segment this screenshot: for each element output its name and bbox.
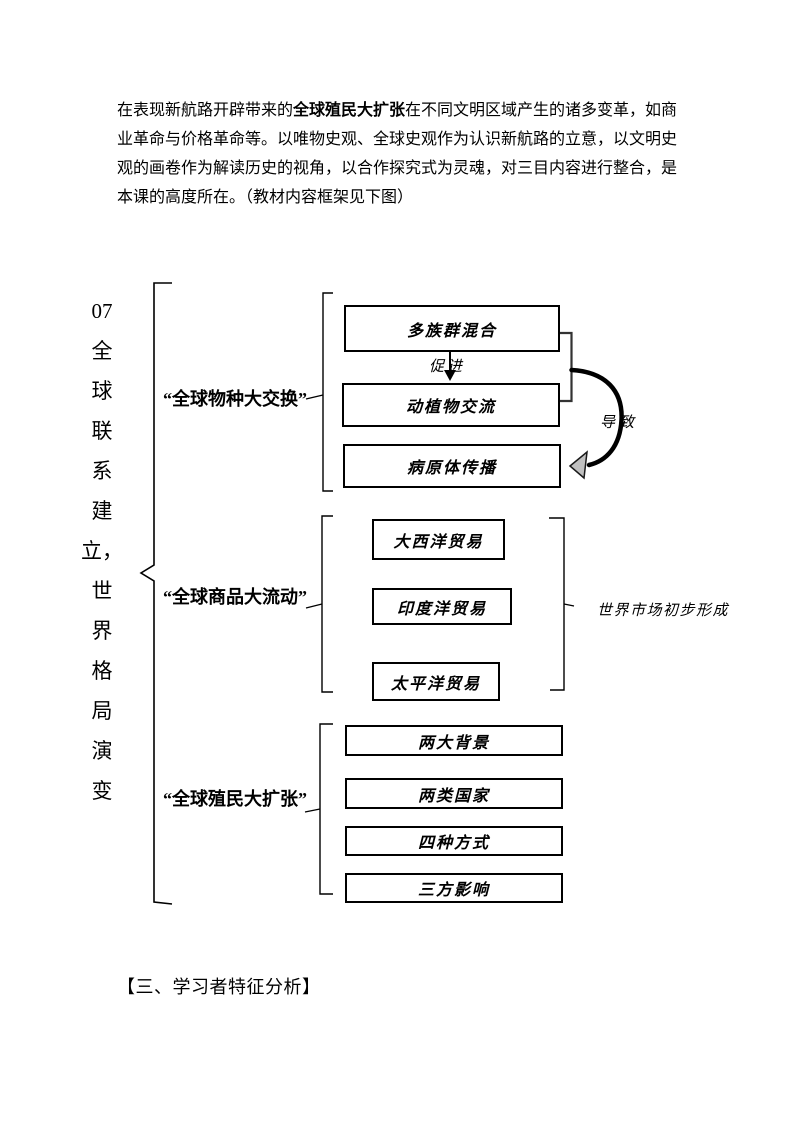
vertical-title-char: 07 [91,299,113,323]
cause-arrow-label: 导致 [600,415,639,431]
paragraph-line: 观的画卷作为解读历史的视角，以合作探究式为灵魂，对三目内容进行整合，是 [117,160,678,177]
promote-arrow-label: 促进 [429,359,466,375]
vertical-title-char: 变 [91,779,113,803]
world-market-side-note: 世界市场初步形成 [597,603,730,619]
vertical-title-char: 联 [91,419,113,443]
vertical-title-char: 系 [91,459,113,483]
cause-arrow-head [568,450,588,480]
vertical-title-char: 立， [81,539,123,563]
side-note-tick [563,603,575,607]
paragraph-text: 在不同文明区域产生的诸多变革，如商 [405,102,678,119]
group1-left-bracket [322,292,333,492]
paragraph-line: 业革命与价格革命等。以唯物史观、全球史观作为认识新航路的立意，以文明史 [117,131,678,148]
group2-left-bracket [321,515,333,693]
flow-box-four-methods: 四种方式 [345,826,563,856]
flow-box-atlantic-trade: 大西洋贸易 [372,519,505,560]
group2-right-bracket [549,517,565,691]
flow-box-multi-ethnic-mixing: 多族群混合 [344,305,560,352]
group1-label-tick [305,394,324,400]
section-heading-learner-analysis: 【三、学习者特征分析】 [117,977,321,997]
promote-arrow-head [444,370,456,381]
flow-box-three-impacts: 三方影响 [345,873,563,903]
flow-box-indian-ocean-trade: 印度洋贸易 [372,588,512,625]
group3-label: “全球殖民大扩张” [163,789,307,809]
group1-label: “全球物种大交换” [163,389,307,409]
group2-label-tick [305,603,323,609]
paragraph-line: 在表现新航路开辟带来的全球殖民大扩张在不同文明区域产生的诸多变革，如商 [117,96,681,125]
group3-label-tick [304,808,321,813]
vertical-title-char: 建 [91,499,113,523]
vertical-title-char: 演 [91,739,113,763]
vertical-title-char: 界 [91,619,113,643]
vertical-chapter-title: 07 全 球 联 系 建 立， 世 界 格 局 演 变 [81,299,123,819]
outer-brace [139,282,173,905]
vertical-title-char: 全 [91,339,113,363]
group3-left-bracket [319,723,333,895]
paragraph-text: 在表现新航路开辟带来的 [117,102,294,119]
cause-curve [569,367,624,468]
flow-box-pathogen-spread: 病原体传播 [343,444,561,488]
cause-connector-bracket [560,331,573,403]
paragraph-line: 本课的高度所在。（教材内容框架见下图） [117,189,414,206]
flow-box-pacific-trade: 太平洋贸易 [372,662,500,701]
vertical-title-char: 局 [91,699,113,723]
vertical-title-char: 世 [91,579,113,603]
paragraph-bold-text: 全球殖民大扩张 [293,102,406,119]
flow-box-flora-fauna-exchange: 动植物交流 [342,383,560,427]
flow-box-two-country-types: 两类国家 [345,778,563,809]
intro-paragraph: 在表现新航路开辟带来的全球殖民大扩张在不同文明区域产生的诸多变革，如商 业革命与… [117,96,681,212]
flow-box-two-backgrounds: 两大背景 [345,725,563,756]
vertical-title-char: 格 [91,659,113,683]
group2-label: “全球商品大流动” [163,587,307,607]
vertical-title-char: 球 [91,379,113,403]
